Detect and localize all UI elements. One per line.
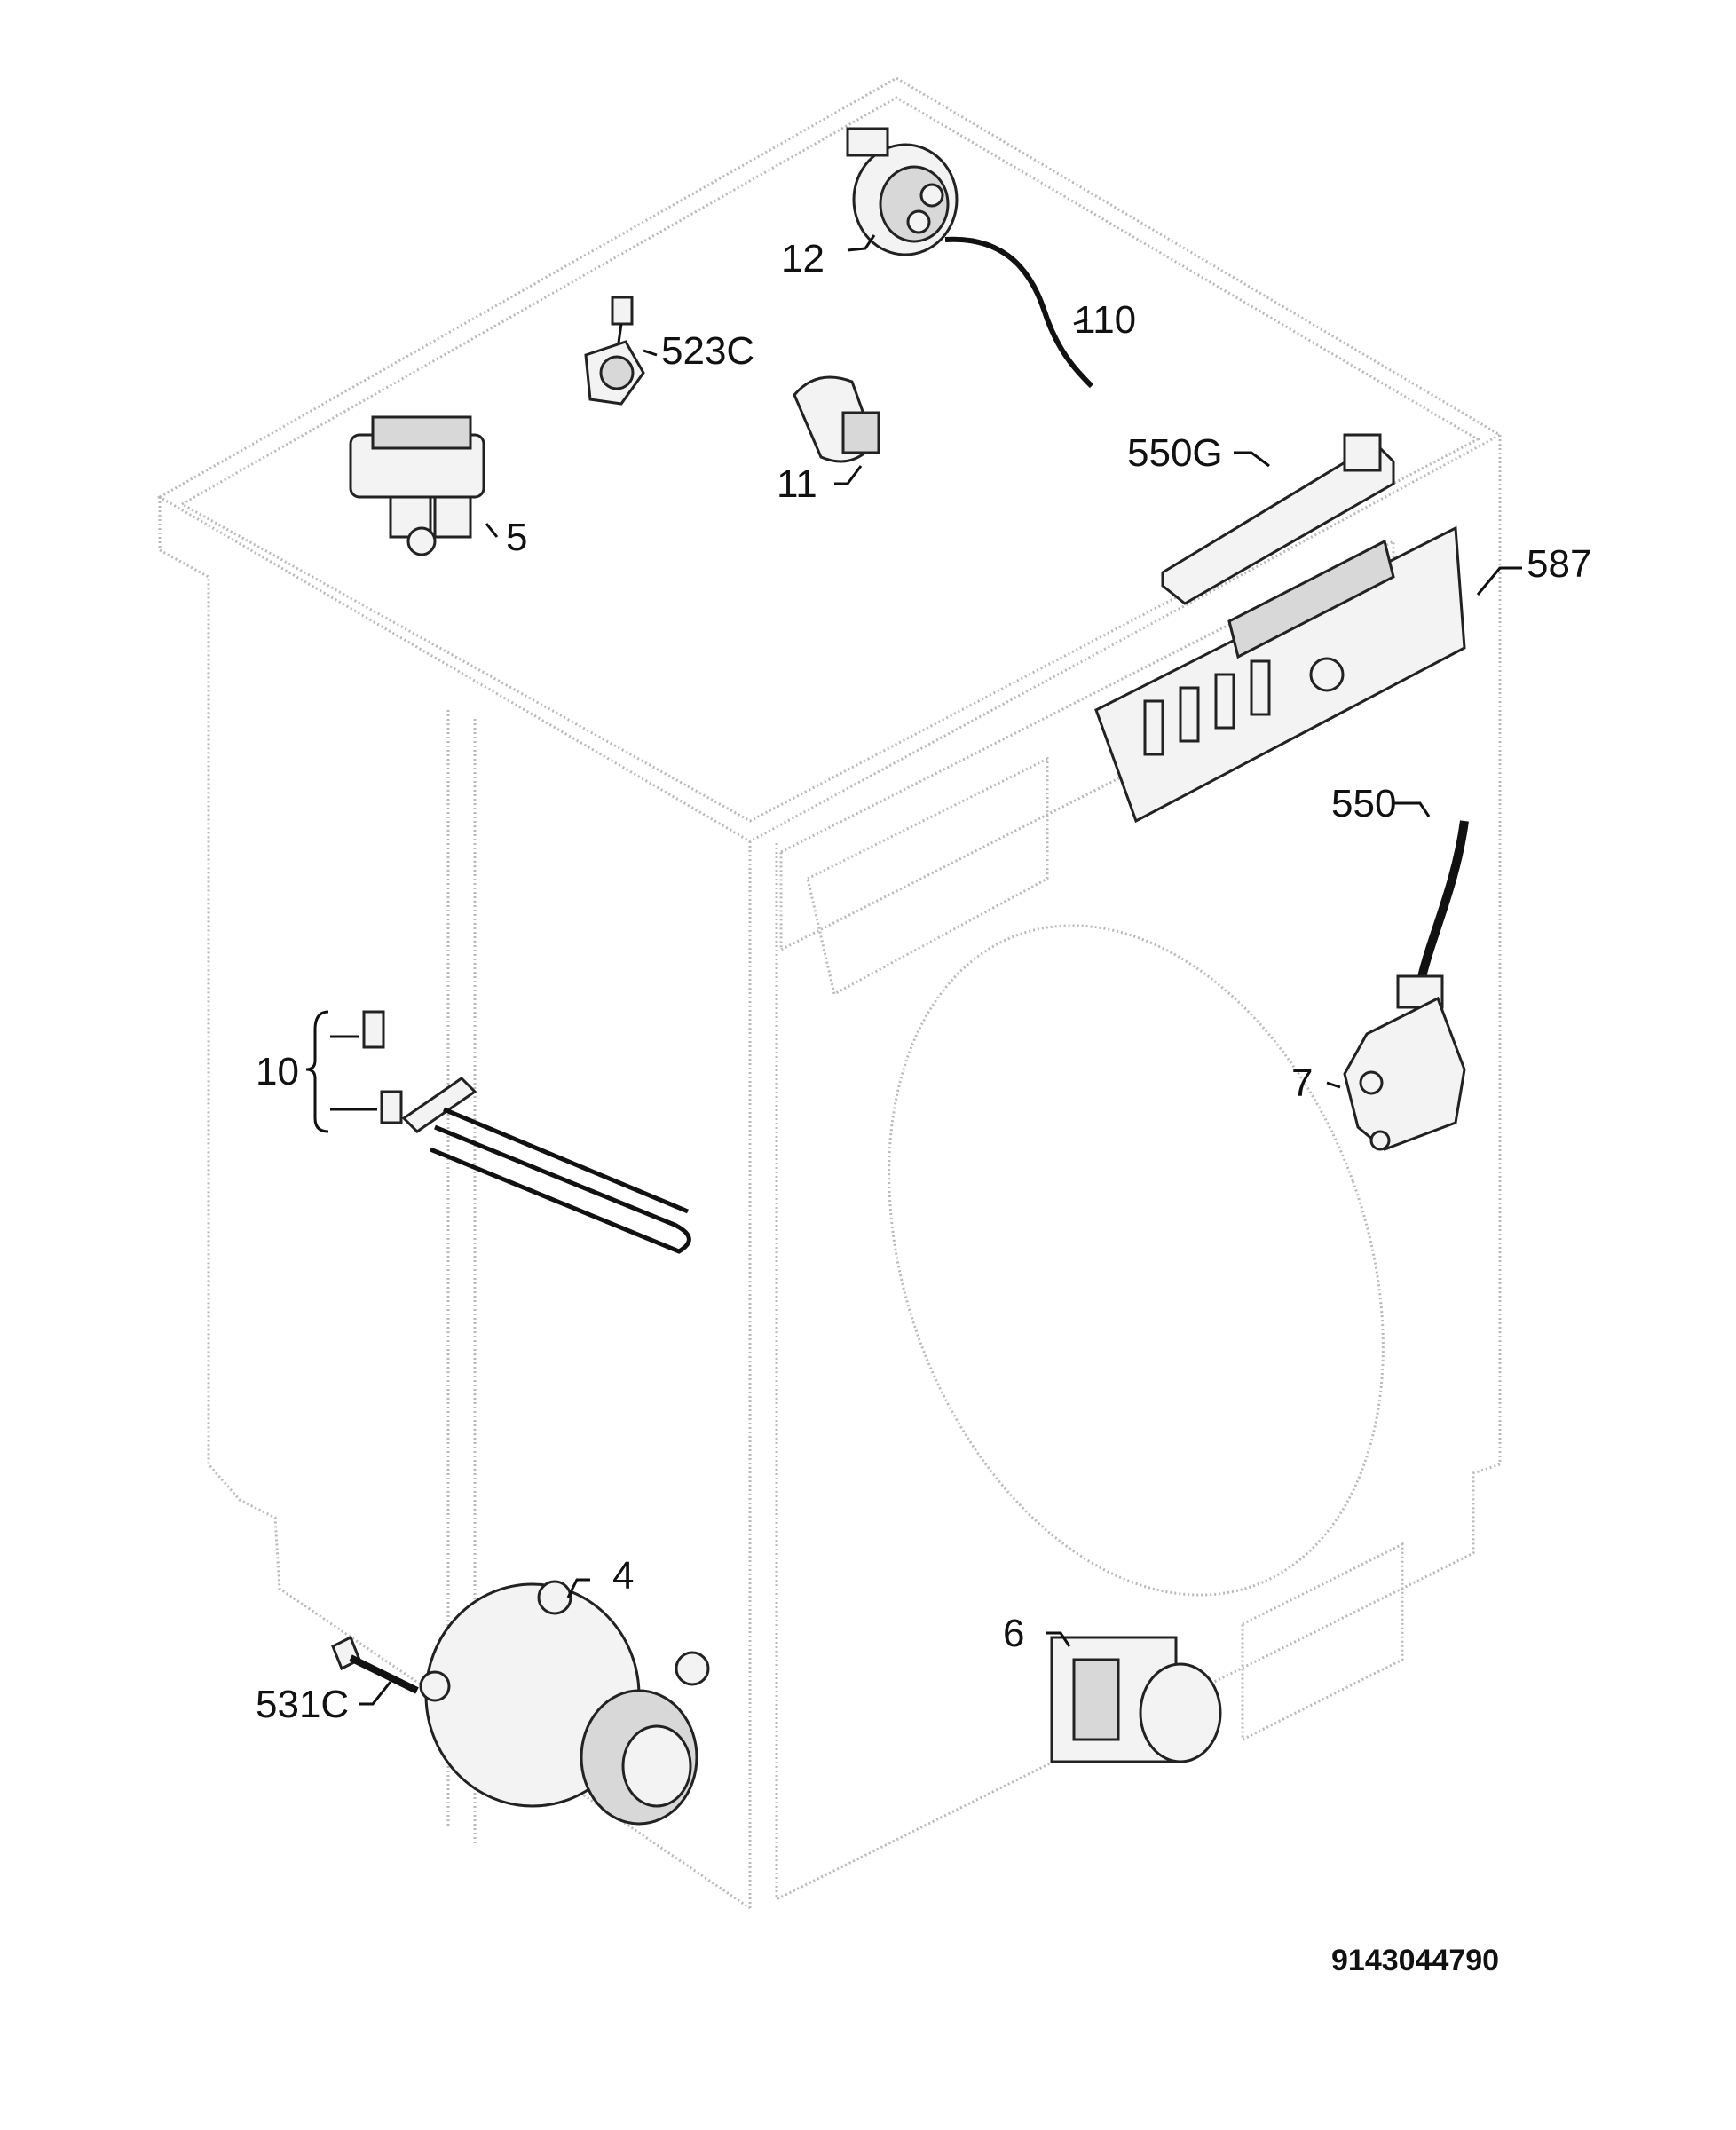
callout-550g: 550G (1127, 431, 1223, 475)
callout-550: 550 (1331, 782, 1396, 825)
door-lock-harness (1396, 820, 1469, 1009)
motor (419, 1580, 710, 1826)
sensor-523c (584, 296, 645, 406)
cabinet-outline (156, 76, 1503, 1910)
leader-lines (305, 234, 1522, 1706)
callout-10: 10 (256, 1050, 299, 1093)
callout-587: 587 (1527, 542, 1591, 586)
callout-6: 6 (1003, 1612, 1024, 1655)
door-lock (1343, 996, 1466, 1151)
callout-12: 12 (781, 237, 825, 280)
callout-5: 5 (506, 516, 527, 559)
screw-531c (331, 1635, 419, 1694)
capacitor (793, 375, 880, 463)
callout-523c: 523C (661, 329, 754, 373)
pressure-switch (846, 127, 959, 256)
callout-11: 11 (777, 462, 817, 506)
heating-element (362, 1010, 691, 1254)
callout-7: 7 (1291, 1061, 1313, 1105)
callout-4: 4 (612, 1554, 634, 1598)
callout-531c: 531C (256, 1683, 349, 1726)
pressure-hose (944, 236, 1094, 389)
control-board (1094, 525, 1466, 824)
drain-pump (1050, 1636, 1222, 1763)
document-number: 9143044790 (1331, 1944, 1499, 1977)
callout-110: 110 (1074, 298, 1136, 342)
inlet-valve (349, 415, 485, 556)
bracket-550g (1161, 433, 1395, 605)
